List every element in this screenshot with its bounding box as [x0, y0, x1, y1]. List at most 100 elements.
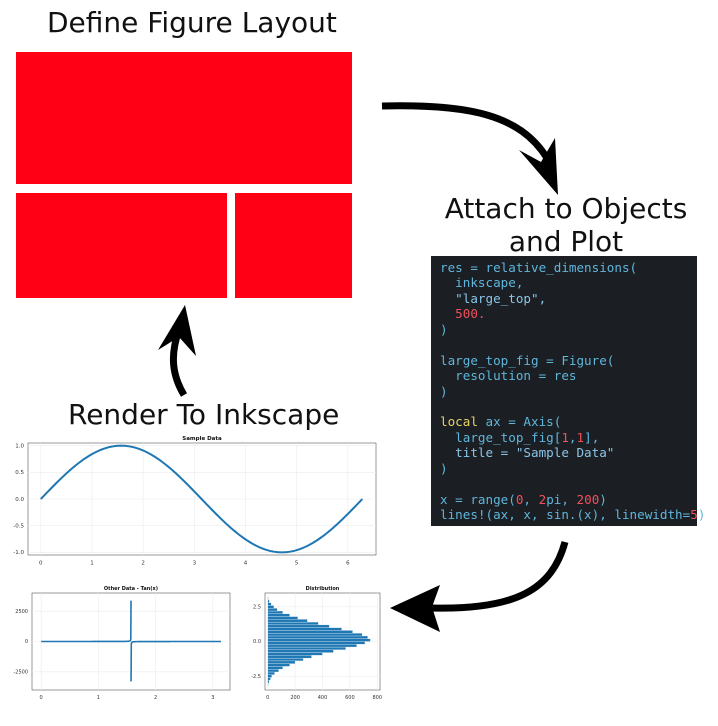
code-token: 0 [515, 491, 524, 507]
y-tick-label: -2.5 [251, 674, 261, 680]
attach-plot-heading-line1: Attach to Objects [444, 192, 688, 225]
x-tick-label: 2 [141, 561, 145, 567]
code-token: res = relative_dimensions( [440, 260, 638, 275]
layout-panel-top [16, 52, 352, 184]
layout-panel-bottom-right [235, 193, 352, 298]
y-tick-label: 2500 [15, 609, 28, 615]
code-line: local ax = Axis( [440, 414, 697, 429]
arrow-to-render [390, 541, 569, 632]
histogram-bar [267, 677, 271, 681]
histogram-bar [267, 641, 366, 645]
code-token: 5 [690, 507, 698, 522]
x-tick-label: 0 [40, 695, 43, 701]
histogram-bar [267, 621, 319, 626]
attach-plot-heading-line2: and Plot [508, 225, 624, 258]
tan-series-line-right [130, 640, 221, 682]
histogram-bar [267, 633, 363, 637]
histogram-bar [267, 646, 346, 650]
code-token: ) [440, 383, 448, 399]
histogram-bar [267, 616, 299, 620]
x-tick-label: 400 [318, 695, 328, 701]
code-token: large_top_fig[ [440, 429, 562, 445]
histogram-bar [267, 674, 272, 678]
x-tick-label: 6 [346, 561, 350, 567]
y-tick-label: 0 [25, 639, 28, 645]
code-token: title = "Sample Data" [440, 445, 615, 461]
x-tick-label: 1 [97, 695, 100, 701]
code-token: resolution = res [440, 368, 577, 384]
histogram-bar [267, 644, 357, 648]
plot-title: Sample Data [182, 436, 222, 442]
julia-code-block: res = relative_dimensions( inkscape, "la… [431, 256, 705, 526]
layout-panel-bottom-left [16, 193, 227, 298]
sine-series-line [40, 444, 364, 554]
arrow-to-attach [381, 102, 558, 195]
histogram-bar [267, 613, 290, 617]
histogram-bar [267, 619, 308, 623]
histogram-bar [267, 652, 323, 656]
define-layout-heading: Define Figure Layout [47, 6, 337, 39]
code-token: inkscape, [440, 275, 524, 291]
y-tick-label: -2500 [13, 669, 28, 675]
x-tick-label: 3 [193, 561, 197, 567]
histogram-bar [267, 649, 334, 653]
histogram-bar [267, 671, 275, 675]
code-token: 1 [576, 429, 585, 445]
arrow-to-layout [158, 305, 196, 397]
code-token: 2 [538, 491, 547, 507]
code-line: resolution = res [440, 368, 697, 383]
code-line: lines!(ax, x, sin.(x), linewidth=5) [440, 507, 705, 522]
histogram-bar [267, 657, 304, 662]
histogram-bar [267, 666, 283, 670]
code-line: large_top_fig[1,1], [440, 430, 697, 445]
tan-series-line-left [41, 600, 132, 643]
histogram-bar [267, 599, 270, 603]
y-tick-label: 0.0 [15, 497, 24, 503]
code-token: , [523, 491, 539, 507]
x-tick-label: 0 [266, 695, 269, 701]
y-tick-label: 1.0 [15, 444, 24, 450]
code-line: x = range(0, 2pi, 200) [440, 492, 697, 507]
x-tick-label: 3 [211, 695, 214, 701]
x-tick-label: 2 [154, 695, 157, 701]
code-line: ) [440, 322, 697, 337]
code-token: ) [440, 321, 448, 337]
code-token: ], [584, 429, 600, 445]
histogram-bar [267, 669, 279, 673]
histogram-bar [267, 627, 342, 631]
code-token: "large_top", [440, 290, 547, 306]
code-token: pi, [546, 491, 577, 507]
code-token: 1 [561, 429, 569, 445]
histogram-bar [267, 610, 283, 614]
y-tick-label: 2.5 [253, 605, 261, 611]
x-tick-label: 1 [90, 561, 94, 567]
code-line: res = relative_dimensions( [440, 260, 697, 275]
histogram-bar [267, 608, 278, 612]
x-tick-label: 0 [39, 561, 43, 567]
code-line: "large_top", [440, 291, 697, 306]
code-line: large_top_fig = Figure( [440, 353, 697, 368]
histogram-bar [267, 682, 269, 686]
code-token: ) [697, 507, 706, 522]
code-token: local [440, 414, 478, 430]
code-line: inkscape, [440, 275, 697, 290]
code-line: ) [440, 384, 697, 399]
y-tick-label: 0.0 [253, 639, 261, 645]
y-tick-label: -1.0 [13, 550, 24, 556]
x-tick-label: 600 [345, 695, 355, 701]
x-tick-label: 5 [295, 561, 299, 567]
x-tick-label: 800 [372, 695, 382, 701]
histogram-bar [267, 630, 353, 634]
histogram-bar [267, 605, 275, 609]
code-token: 500. [455, 306, 486, 322]
histogram-bar [267, 680, 270, 684]
render-inkscape-heading: Render To Inkscape [68, 398, 340, 431]
histogram-bar [267, 655, 312, 659]
histogram-bar [267, 597, 269, 601]
code-token: ax = Axis( [477, 414, 562, 430]
x-tick-label: 4 [244, 561, 248, 567]
